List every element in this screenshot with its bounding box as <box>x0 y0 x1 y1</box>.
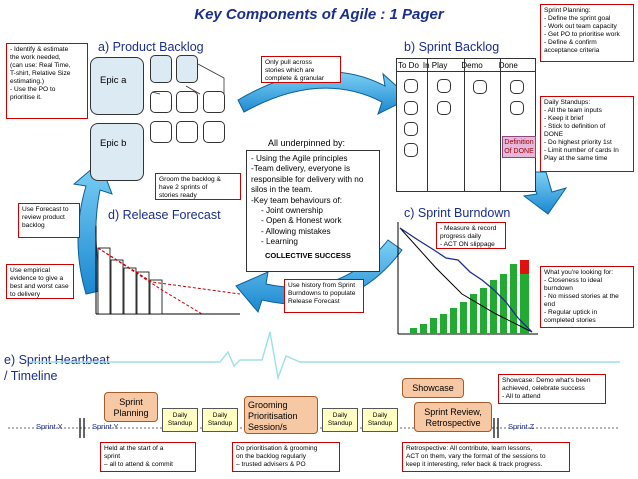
story-card <box>176 55 198 83</box>
ideal-burndown-line <box>399 227 533 333</box>
actual-burndown-line <box>399 227 533 333</box>
task-card <box>473 80 487 94</box>
definition-of-done-card: Definition Of DONE <box>502 136 536 158</box>
story-card <box>203 91 225 113</box>
forecast-bar <box>149 279 163 315</box>
epic-b-card: Epic b <box>90 123 144 181</box>
task-card <box>510 80 524 94</box>
task-card <box>404 79 418 93</box>
daily-standup-event: Daily Standup <box>162 408 198 432</box>
section-sprint-burndown: c) Sprint Burndown <box>404 206 511 220</box>
task-card <box>437 79 451 93</box>
completed-bar <box>410 328 417 334</box>
completed-bar <box>470 294 477 334</box>
task-card <box>404 122 418 136</box>
story-card <box>203 121 225 143</box>
section-sprint-backlog: b) Sprint Backlog <box>404 40 500 54</box>
completed-bar <box>510 264 517 334</box>
completed-bar <box>500 274 507 334</box>
showcase-note: Showcase: Demo what's been achieved, cel… <box>498 374 606 404</box>
sprint-z-label: Sprint Z <box>508 422 535 431</box>
retrospective-note: Retrospective: All contribute, learn les… <box>402 442 570 472</box>
completed-bar <box>440 314 447 334</box>
grooming-session-event: Grooming Prioritisation Session/s <box>244 396 318 434</box>
story-card <box>150 55 172 83</box>
sprint-review-event: Sprint Review, Retrospective <box>414 402 492 432</box>
story-card <box>176 121 198 143</box>
completed-bar <box>450 308 457 334</box>
slippage-marker <box>520 260 529 274</box>
story-card <box>150 121 172 143</box>
task-card <box>510 101 524 115</box>
showcase-event: Showcase <box>402 378 464 398</box>
epic-a-card: Epic a <box>90 57 144 115</box>
completed-bar <box>480 288 487 334</box>
sprint-y-label: Sprint Y <box>92 422 119 431</box>
forecast-bar <box>110 259 124 315</box>
board-header-divider <box>396 71 536 72</box>
page-title: Key Components of Agile : 1 Pager <box>194 6 444 23</box>
board-column-divider <box>464 58 465 192</box>
section-sprint-heartbeat: e) Sprint Heartbeat / Timeline <box>4 353 110 383</box>
looking-for-note: What you're looking for: - Closeness to … <box>540 266 634 328</box>
completed-bar <box>430 318 437 334</box>
completed-bar <box>490 280 497 334</box>
decompose-arrows <box>151 63 225 95</box>
heartbeat-line <box>30 331 620 381</box>
daily-standup-event: Daily Standup <box>362 408 398 432</box>
measure-progress-note: - Measure & record progress daily - ACT … <box>436 222 506 249</box>
sprint-planning-event: Sprint Planning <box>104 392 158 422</box>
completed-bar <box>420 324 427 334</box>
release-forecast-chart <box>95 226 241 315</box>
completed-bar <box>460 302 467 334</box>
principles-box: - Using the Agile principles -Team deliv… <box>246 150 380 272</box>
planning-note: Held at the start of a sprint – all to a… <box>100 442 196 472</box>
grooming-note: Do prioritisation & grooming on the back… <box>232 442 340 472</box>
use-forecast-note: Use Forecast to review product backlog <box>18 203 80 238</box>
daily-standup-event: Daily Standup <box>322 408 358 432</box>
groom-note: Groom the backlog & have 2 sprints of st… <box>155 173 241 200</box>
forecast-bar <box>136 271 150 315</box>
completed-bar <box>520 260 529 334</box>
board-column-divider <box>500 58 501 192</box>
sprint-planning-note: Sprint Planning: - Define the sprint goa… <box>540 4 634 62</box>
section-product-backlog: a) Product Backlog <box>98 40 204 54</box>
task-card <box>404 101 418 115</box>
sprint-burndown-chart <box>397 222 538 335</box>
daily-standups-note: Daily Standups: - All the team inputs - … <box>540 96 634 172</box>
forecast-bar <box>123 267 137 315</box>
task-card <box>404 143 418 157</box>
empirical-evidence-note: Use empirical evidence to give a best an… <box>6 264 74 299</box>
board-column-divider <box>427 58 428 192</box>
underpinned-heading: All underpinned by: <box>268 138 346 148</box>
sprint-x-label: Sprint X <box>36 422 63 431</box>
task-card <box>437 101 451 115</box>
forecast-bar <box>97 247 111 315</box>
section-release-forecast: d) Release Forecast <box>108 208 221 222</box>
best-case-line <box>97 247 203 315</box>
story-card <box>176 91 198 113</box>
daily-standup-event: Daily Standup <box>202 408 238 432</box>
identify-note: - Identify & estimate the work needed, (… <box>6 43 88 119</box>
pull-stories-note: Only pull across stories which are compl… <box>261 56 341 83</box>
use-history-note: Use history from Sprint Burndowns to pop… <box>284 279 364 313</box>
story-card <box>150 91 172 113</box>
